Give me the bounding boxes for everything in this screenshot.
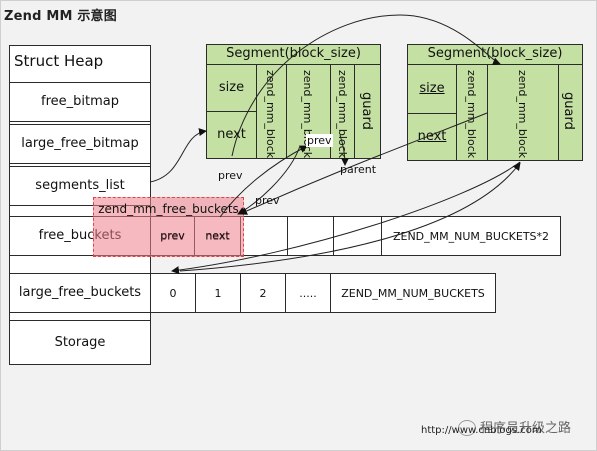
- arrow-back: [179, 162, 521, 272]
- diagram-title: Zend MM 示意图: [4, 9, 117, 24]
- arrow-block-down: [339, 134, 349, 166]
- large-bucket-cell: 2: [240, 273, 286, 313]
- watermark-text: 程序员升级之路: [480, 421, 572, 436]
- arrow-segment-next: [231, 14, 501, 157]
- large-buckets-end: ZEND_MM_NUM_BUCKETS: [330, 273, 496, 313]
- free-buckets-end: ZEND_MM_NUM_BUCKETS*2: [381, 216, 561, 256]
- segment-1-guard: [354, 64, 381, 159]
- wechat-logo-icon: [458, 420, 476, 436]
- segment-2-next-label: next: [417, 129, 447, 144]
- free-buckets-highlight-title: zend_mm_free_buckets: [98, 202, 239, 216]
- segment-2-block-label: zend_mm_block: [465, 70, 478, 159]
- segment-1-title: Segment(block_size): [226, 46, 361, 61]
- heap-field-large-free-bitmap: [9, 124, 151, 164]
- arrow-prev-3: [239, 112, 488, 215]
- arrow-prev-1: [219, 145, 308, 218]
- segment-2-next: [407, 113, 457, 161]
- arrow-label-parent: parent: [340, 163, 377, 176]
- segment-2-block-label: zend_mm_block: [516, 70, 529, 159]
- segment-1-block-label: zend_mm_block: [264, 70, 277, 159]
- segment-1-size-label: size: [218, 80, 245, 95]
- arrow-segments-list: [149, 128, 207, 183]
- arrow-label-prev: prev: [218, 169, 243, 182]
- segment-2-guard: [558, 64, 583, 161]
- heap-field-label: free_bitmap: [41, 94, 119, 109]
- struct-heap-title: Struct Heap: [14, 52, 104, 70]
- free-bucket-prev-label: prev: [160, 229, 185, 242]
- heap-field-large-free-buckets: [9, 273, 151, 313]
- segment-2-guard-label: guard: [561, 92, 576, 130]
- segment-1-size: [206, 64, 257, 112]
- segment-2-block-1: [456, 64, 488, 161]
- heap-field-storage: [9, 320, 151, 365]
- free-bucket-next-label: next: [205, 229, 230, 242]
- segment-1-block-label: zend_mm_block: [336, 70, 349, 159]
- segment-1-next: [206, 111, 257, 159]
- segment-2-size: [407, 64, 457, 114]
- free-bucket-cell: [240, 216, 288, 256]
- arrow-label-prev: prev: [306, 134, 333, 147]
- heap-field-label: Storage: [54, 335, 106, 350]
- arrow-parent: [171, 161, 521, 275]
- segment-1-next-label: next: [217, 127, 246, 142]
- segment-1-guard-label: guard: [359, 92, 374, 130]
- segment-2-title: Segment(block_size): [427, 46, 563, 61]
- heap-field-label: segments_list: [35, 178, 125, 193]
- segment-2-size-label: size: [419, 81, 445, 96]
- heap-field-label: large_free_buckets: [18, 285, 142, 300]
- heap-field-label: large_free_bitmap: [21, 136, 139, 151]
- free-bucket-cell: [287, 216, 334, 256]
- heap-field-free-bitmap: [9, 82, 151, 122]
- large-bucket-cell: 1: [195, 273, 241, 313]
- watermark-url: http://www.cnblogs.com: [421, 425, 542, 436]
- free-buckets-highlight: [93, 197, 244, 257]
- arrow-label-prev: prev: [255, 194, 280, 207]
